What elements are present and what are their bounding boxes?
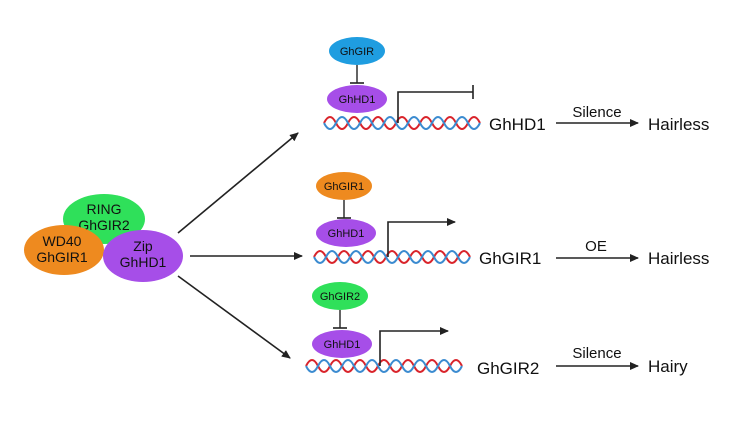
activator-label: GhHD1: [328, 228, 365, 240]
action-label: OE: [585, 238, 607, 255]
zip-ghhd1-node: [103, 230, 183, 282]
ghhd1-label: GhHD1: [120, 254, 167, 270]
dna-helix: [323, 116, 481, 130]
active-transcription-start: [387, 218, 456, 257]
regulation-row-1: GhGIR GhHD1 GhHD1 Silence Hairless: [323, 37, 709, 134]
repressor-label: GhGIR: [340, 46, 374, 58]
arrow-to-row-1: [177, 132, 299, 234]
repressor-label: GhGIR1: [324, 181, 364, 193]
activator-node: [327, 85, 387, 113]
regulation-row-3: GhGIR2 GhHD1 GhGIR2 Silence Hairy: [305, 282, 688, 378]
zip-label: Zip: [133, 238, 153, 254]
repressor-node: [329, 37, 385, 65]
activator-node: [312, 330, 372, 358]
action-label: Silence: [572, 104, 621, 121]
target-gene-label: GhGIR2: [477, 359, 539, 378]
repressor-node: [312, 282, 368, 310]
wd40-label: WD40: [43, 233, 82, 249]
wd40-ghgir1-node: [24, 225, 104, 275]
activator-label: GhHD1: [324, 339, 361, 351]
regulation-row-2: GhGIR1 GhHD1 GhGIR1 OE Hairless: [313, 172, 709, 268]
ghgir1-label: GhGIR1: [36, 249, 88, 265]
dna-helix: [305, 359, 463, 373]
ring-label: RING: [87, 201, 122, 217]
protein-complex: RING GhGIR2 WD40 GhGIR1 Zip GhHD1: [24, 194, 183, 282]
branch-arrows: [177, 132, 303, 359]
ghgir2-label: GhGIR2: [78, 217, 130, 233]
repressor-label: GhGIR2: [320, 291, 360, 303]
dna-helix: [313, 250, 471, 264]
blocked-transcription-start: [397, 91, 473, 123]
active-transcription-start: [379, 327, 449, 366]
activator-node: [316, 219, 376, 247]
arrow-to-row-3: [177, 275, 291, 359]
phenotype-label: Hairless: [648, 249, 709, 268]
phenotype-label: Hairless: [648, 115, 709, 134]
target-gene-label: GhHD1: [489, 115, 546, 134]
target-gene-label: GhGIR1: [479, 249, 541, 268]
repressor-node: [316, 172, 372, 200]
phenotype-label: Hairy: [648, 357, 688, 376]
activator-label: GhHD1: [339, 94, 376, 106]
action-label: Silence: [572, 345, 621, 362]
